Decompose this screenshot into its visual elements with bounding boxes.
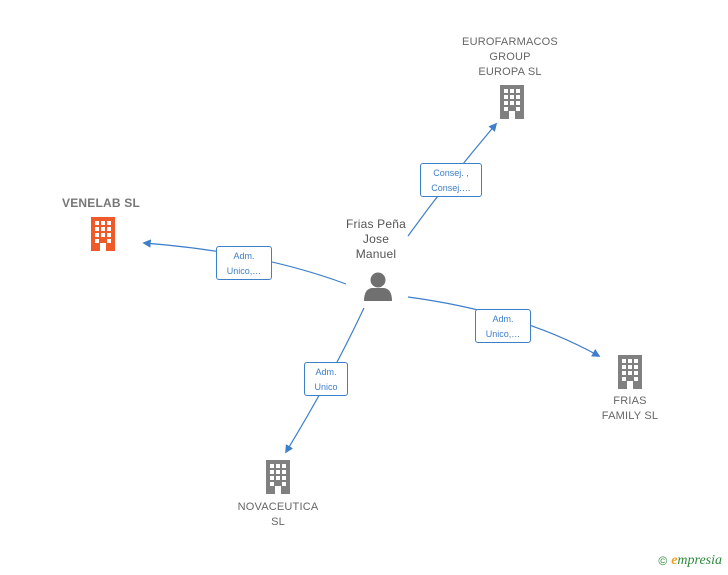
company-name-frias-family[interactable]: FRIAS FAMILY SL bbox=[601, 395, 659, 422]
person-icon[interactable] bbox=[364, 272, 392, 302]
edge-label-venelab: Adm. Unico,… bbox=[216, 246, 272, 280]
edge-label-frias-family: Adm. Unico,… bbox=[475, 309, 531, 343]
brand-logo[interactable]: empresia bbox=[671, 553, 722, 569]
brand-footer: © empresia bbox=[658, 553, 722, 569]
company-name-venelab[interactable]: VENELAB SL bbox=[61, 196, 140, 210]
role-line: Consej. , bbox=[433, 168, 469, 178]
company-name-novaceutica[interactable]: NOVACEUTICA SL bbox=[237, 501, 319, 528]
person-name[interactable]: Frias Peña Jose Manuel bbox=[345, 217, 407, 261]
venelab-building-icon[interactable] bbox=[91, 217, 115, 251]
frias-family-building-icon[interactable] bbox=[618, 355, 642, 389]
role-line: Unico bbox=[314, 382, 338, 392]
role-line: Adm. bbox=[315, 367, 337, 377]
copyright-icon: © bbox=[658, 554, 668, 568]
role-line: Adm. bbox=[233, 251, 255, 261]
edge-label-novaceutica: Adm. Unico bbox=[304, 362, 348, 396]
role-line: Unico,… bbox=[485, 329, 521, 339]
company-name-eurofarmacos[interactable]: EUROFARMACOS GROUP EUROPA SL bbox=[462, 36, 558, 78]
brand-initial: e bbox=[671, 553, 678, 568]
eurofarmacos-building-icon[interactable] bbox=[500, 85, 524, 119]
novaceutica-building-icon[interactable] bbox=[266, 460, 290, 494]
edge-label-eurofarmacos: Consej. , Consej.… bbox=[420, 163, 482, 197]
role-line: Consej.… bbox=[431, 183, 471, 193]
brand-rest: mpresia bbox=[677, 553, 722, 568]
role-line: Unico,… bbox=[226, 266, 262, 276]
role-line: Adm. bbox=[492, 314, 514, 324]
